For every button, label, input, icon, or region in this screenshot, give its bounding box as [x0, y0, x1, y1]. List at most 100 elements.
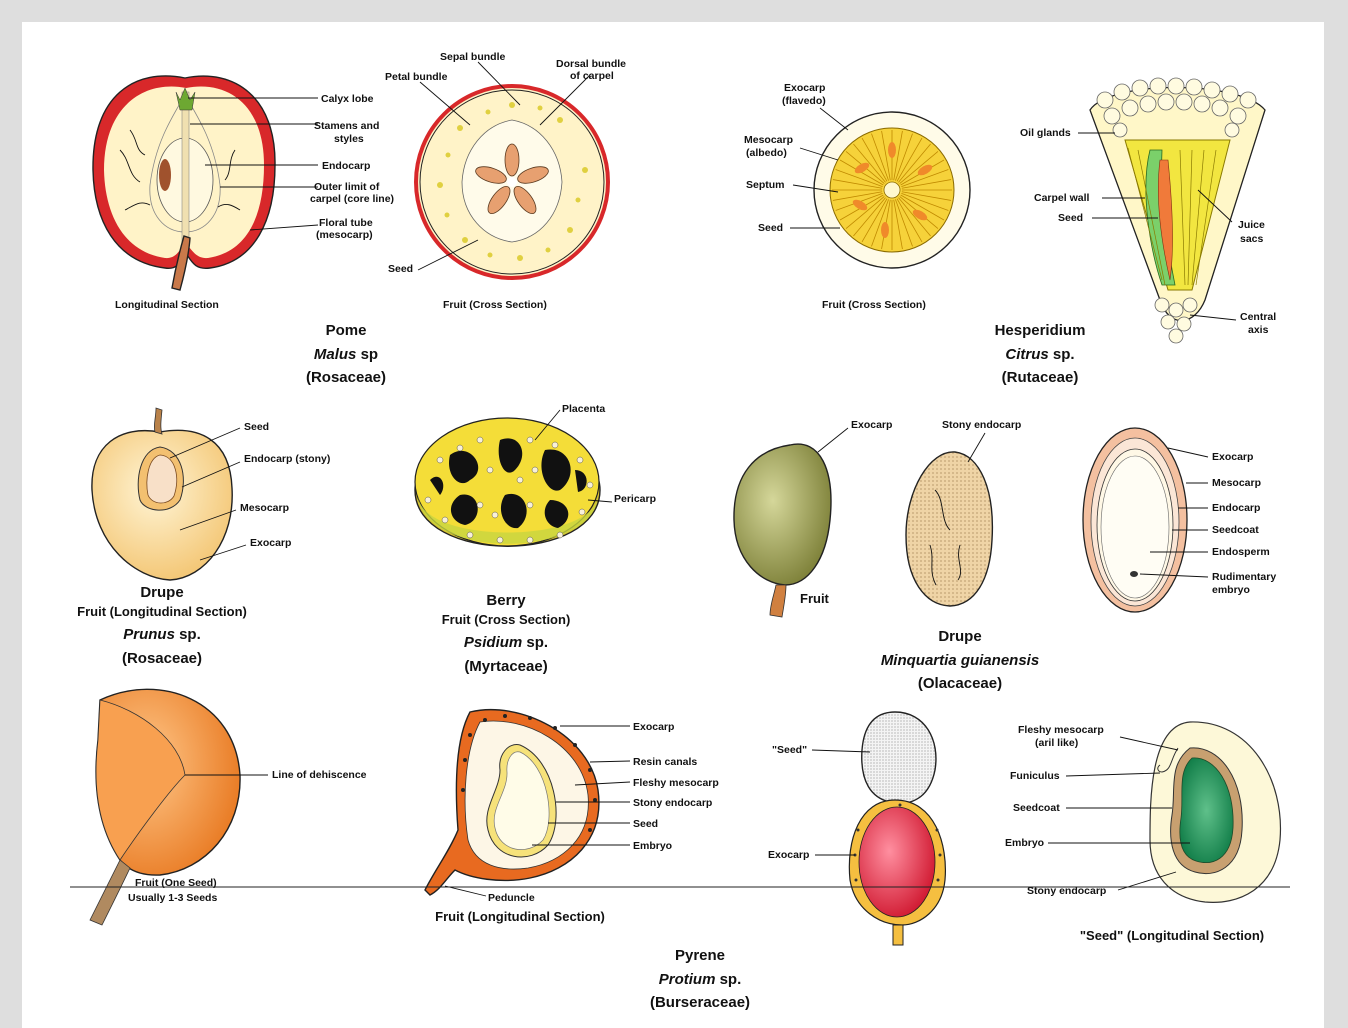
genus-protium-name: Protium	[659, 971, 716, 988]
citrus-cross-section	[814, 112, 970, 268]
caption-prunus: Fruit (Longitudinal Section)	[77, 604, 247, 619]
label-petal-bundle: Petal bundle	[385, 71, 448, 83]
family-olacaceae: (Olacaceae)	[918, 675, 1002, 692]
family-rosaceae-2: (Rosaceae)	[122, 650, 202, 667]
family-burseraceae: (Burseraceae)	[650, 994, 750, 1011]
title-pome: Pome	[326, 322, 367, 339]
protium-fruit	[90, 689, 240, 925]
title-berry: Berry	[486, 592, 526, 609]
label-seedcoat: Seedcoat	[1013, 802, 1060, 814]
label-minq-fruit: Fruit	[800, 591, 830, 606]
label-minq-seedcoat: Seedcoat	[1212, 524, 1259, 536]
caption-seed-long: "Seed" (Longitudinal Section)	[1080, 928, 1264, 943]
label-prunus-seed: Seed	[244, 421, 269, 433]
genus-minquartia: Minquartia guianensis	[881, 652, 1039, 669]
label-embryo2: Embryo	[1005, 837, 1044, 849]
label-axis: axis	[1248, 324, 1269, 336]
family-rutaceae: (Rutaceae)	[1002, 369, 1079, 386]
label-stony-endocarp: Stony endocarp	[633, 797, 712, 809]
label-fleshy-mesocarp: Fleshy mesocarp	[633, 777, 719, 789]
genus-citrus: Citrus sp.	[1005, 346, 1074, 363]
label-resin-canals: Resin canals	[633, 756, 697, 768]
fruit-types-diagram: Calyx lobe Stamens and styles Endocarp O…	[22, 22, 1324, 1028]
caption-berry: Fruit (Cross Section)	[442, 612, 571, 627]
label-minq-mesocarp: Mesocarp	[1212, 477, 1261, 489]
label-minq-endocarp: Endocarp	[1212, 502, 1260, 514]
genus-citrus-name: Citrus	[1005, 346, 1048, 363]
label-exocarp: Exocarp	[784, 82, 825, 94]
caption-cross-section: Fruit (Cross Section)	[443, 299, 547, 311]
label-dorsal-bundle: Dorsal bundle	[556, 58, 626, 70]
genus-prunus-suffix: sp.	[175, 626, 201, 643]
label-septum: Septum	[746, 179, 785, 191]
genus-protium: Protium sp.	[659, 971, 742, 988]
label-floral-tube: Floral tube	[319, 217, 373, 229]
label-flavedo: (flavedo)	[782, 95, 826, 107]
label-usually: Usually 1-3 Seeds	[128, 892, 217, 904]
family-rosaceae: (Rosaceae)	[306, 369, 386, 386]
genus-citrus-suffix: sp.	[1049, 346, 1075, 363]
citrus-wedge-section	[1090, 78, 1265, 343]
label-mesocarp: Mesocarp	[744, 134, 793, 146]
label-placenta: Placenta	[562, 403, 605, 415]
label-styles: styles	[334, 133, 364, 145]
label-protium-seed: Seed	[633, 818, 658, 830]
label-sepal-bundle: Sepal bundle	[440, 51, 506, 63]
label-wedge-seed: Seed	[1058, 212, 1083, 224]
genus-malus-suffix: sp	[356, 346, 378, 363]
genus-psidium-suffix: sp.	[522, 634, 548, 651]
minquartia-endocarp	[906, 452, 992, 606]
prunus-drupe-section	[92, 408, 232, 580]
berry-cross-section	[415, 418, 600, 546]
minquartia-section	[1083, 428, 1187, 612]
label-minq-exocarp: Exocarp	[851, 419, 892, 431]
label-funiculus: Funiculus	[1010, 770, 1060, 782]
label-minq-rudimentary: Rudimentary	[1212, 571, 1276, 583]
caption-protium-long: Fruit (Longitudinal Section)	[435, 909, 605, 924]
genus-prunus-name: Prunus	[123, 626, 175, 643]
label-dehiscence: Line of dehiscence	[272, 769, 367, 781]
genus-protium-suffix: sp.	[715, 971, 741, 988]
label-calyx-lobe: Calyx lobe	[321, 93, 374, 105]
apple-longitudinal-section	[93, 76, 275, 290]
protium-seed-with-aril	[849, 712, 945, 945]
label-seed: Seed	[388, 263, 413, 275]
label-prunus-exocarp: Exocarp	[250, 537, 291, 549]
label-prunus-endocarp: Endocarp (stony)	[244, 453, 330, 465]
label-aril-exocarp: Exocarp	[768, 849, 809, 861]
label-protium-exocarp: Exocarp	[633, 721, 674, 733]
label-juice: Juice	[1238, 219, 1265, 231]
protium-seed-section	[1150, 722, 1280, 902]
genus-malus: Malus sp	[314, 346, 378, 363]
label-oil-glands: Oil glands	[1020, 127, 1071, 139]
label-endocarp: Endocarp	[322, 160, 370, 172]
label-protium-embryo: Embryo	[633, 840, 672, 852]
caption-longitudinal: Longitudinal Section	[115, 299, 219, 311]
genus-psidium-name: Psidium	[464, 634, 522, 651]
title-pyrene: Pyrene	[675, 947, 725, 964]
apple-cross-section	[416, 86, 608, 278]
caption-citrus-cross: Fruit (Cross Section)	[822, 299, 926, 311]
family-myrtaceae: (Myrtaceae)	[464, 658, 547, 675]
label-core-line: carpel (core line)	[310, 193, 394, 205]
label-albedo: (albedo)	[746, 147, 787, 159]
genus-malus-name: Malus	[314, 346, 357, 363]
label-minq-stony: Stony endocarp	[942, 419, 1021, 431]
label-minq-endosperm: Endosperm	[1212, 546, 1270, 558]
title-drupe-minquartia: Drupe	[938, 628, 981, 645]
label-fleshy-aril: Fleshy mesocarp	[1018, 724, 1104, 736]
label-minq-exocarp2: Exocarp	[1212, 451, 1253, 463]
label-seed-quoted: "Seed"	[772, 744, 807, 756]
label-citrus-seed: Seed	[758, 222, 783, 234]
label-aril-like: (aril like)	[1035, 737, 1078, 749]
title-hesperidium: Hesperidium	[995, 322, 1086, 339]
label-pericarp: Pericarp	[614, 493, 656, 505]
label-prunus-mesocarp: Mesocarp	[240, 502, 289, 514]
genus-prunus: Prunus sp.	[123, 626, 201, 643]
title-drupe-prunus: Drupe	[140, 584, 183, 601]
label-sacs: sacs	[1240, 233, 1264, 245]
label-dorsal-bundle-carpel: of carpel	[570, 70, 614, 82]
label-stamens: Stamens and	[314, 120, 379, 132]
genus-psidium: Psidium sp.	[464, 634, 548, 651]
label-peduncle: Peduncle	[488, 892, 535, 904]
